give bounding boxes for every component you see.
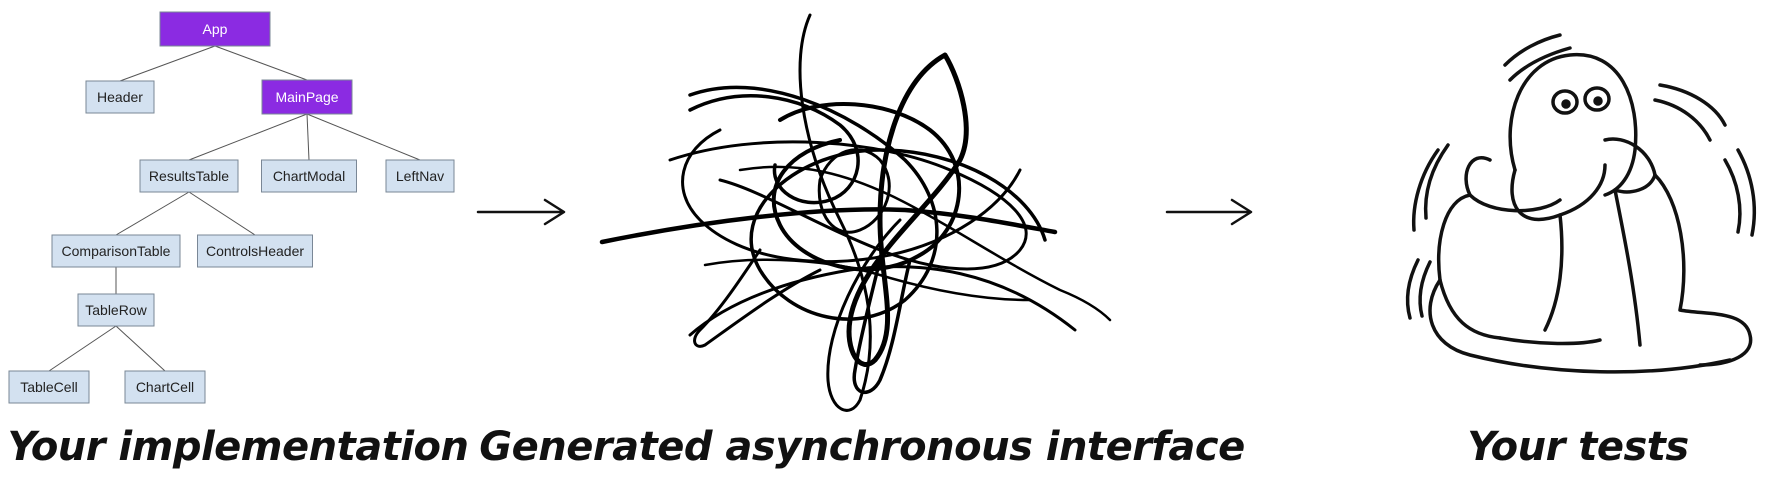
tree-node-label: MainPage (275, 89, 338, 105)
tree-node-label: ChartModal (273, 168, 345, 184)
tree-node-label: ComparisonTable (62, 243, 171, 259)
tree-node-controlsheader: ControlsHeader (197, 234, 313, 268)
tree-node-leftnav: LeftNav (385, 159, 455, 193)
caption-generated-interface: Generated asynchronous interface (479, 424, 1244, 470)
tree-node-label: ChartCell (136, 379, 194, 395)
caption-your-implementation: Your implementation (8, 424, 469, 470)
tree-node-mainpage: MainPage (261, 79, 353, 115)
right-arrow-icon (1165, 198, 1253, 226)
tree-node-label: ResultsTable (149, 168, 229, 184)
tree-node-label: TableRow (85, 302, 147, 318)
tree-node-chartmodal: ChartModal (261, 159, 357, 193)
tree-node-box (8, 370, 90, 404)
tree-node-label: LeftNav (396, 168, 444, 184)
tree-node-box (51, 234, 181, 268)
tree-node-resultstable: ResultsTable (139, 159, 239, 193)
tangled-scribble-illustration (599, 13, 1112, 412)
tree-node-box (139, 159, 239, 193)
tree-edge-resultstable-comparisontable (115, 191, 190, 236)
tree-edge-app-mainpage (214, 45, 308, 81)
tree-node-box (261, 159, 357, 193)
tree-edge-resultstable-controlsheader (188, 191, 256, 236)
tree-edge-tablerow-tablecell (48, 325, 117, 372)
tree-edges (48, 45, 421, 372)
right-arrow-icon (476, 198, 566, 226)
tree-node-box (197, 234, 313, 268)
tree-node-label: ControlsHeader (206, 243, 304, 259)
tree-edge-mainpage-resultstable (188, 113, 308, 161)
tree-node-comparisontable: ComparisonTable (51, 234, 181, 268)
tree-node-tablecell: TableCell (8, 370, 90, 404)
tree-node-header: Header (85, 80, 155, 114)
scared-figure-illustration (1405, 33, 1757, 374)
tree-edge-app-header (119, 45, 216, 82)
tree-node-box (85, 80, 155, 114)
tree-node-tablerow: TableRow (77, 293, 155, 327)
tree-node-label: TableCell (20, 379, 78, 395)
tree-node-box (124, 370, 206, 404)
caption-your-tests: Your tests (1467, 424, 1688, 470)
tree-node-box (385, 159, 455, 193)
tree-node-app: App (159, 11, 271, 47)
tree-edge-tablerow-chartcell (115, 325, 166, 372)
tree-node-chartcell: ChartCell (124, 370, 206, 404)
tree-node-box (77, 293, 155, 327)
tree-edge-mainpage-leftnav (306, 113, 421, 161)
tree-node-label: App (203, 21, 228, 37)
tree-node-label: Header (97, 89, 143, 105)
tree-node-box (261, 79, 353, 115)
tree-node-box (159, 11, 271, 47)
tree-edge-mainpage-chartmodal (306, 113, 310, 161)
